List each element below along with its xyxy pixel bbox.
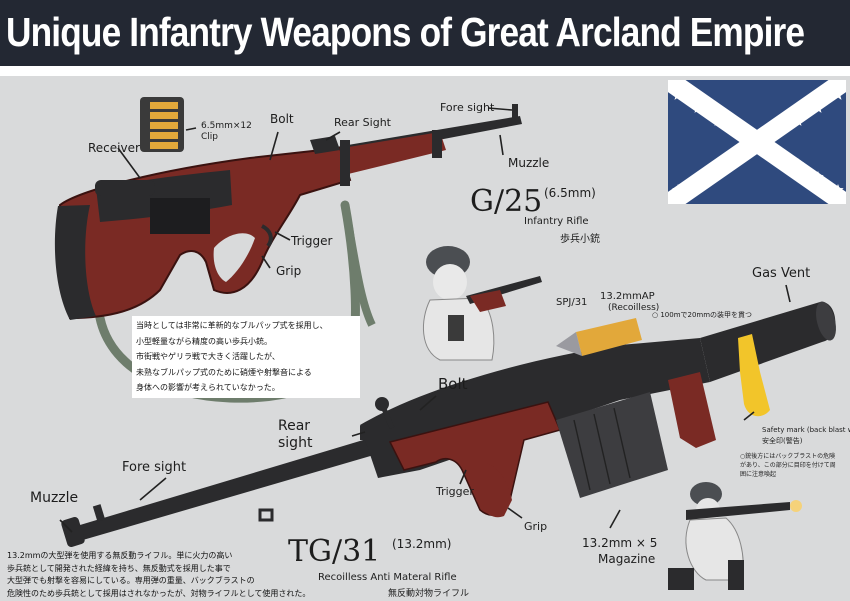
tg31-note-line: 13.2mmの大型弾を使用する無反動ライフル。単に火力の高い bbox=[7, 551, 233, 560]
g25-type-en: Infantry Rifle bbox=[524, 216, 589, 227]
flag-star-icon bbox=[672, 184, 684, 195]
tg31-cartridge bbox=[556, 318, 642, 356]
tg31-safety-mark: Safety mark (back blast warn) bbox=[762, 426, 850, 434]
tg31-barrel bbox=[70, 432, 398, 542]
tg31-caliber: (13.2mm) bbox=[392, 537, 452, 551]
g25-label-trigger: Trigger bbox=[291, 234, 333, 248]
g25-fore-sight-post bbox=[512, 104, 518, 118]
flag-star-icon bbox=[712, 158, 724, 169]
flag-star-icon bbox=[692, 102, 704, 113]
g25-handguard bbox=[330, 132, 446, 176]
tg31-note-line: 大型弾でも射撃を容易にしている。専用弾の重量、バックブラストの bbox=[7, 576, 255, 585]
tg31-ammo-note: ○ 100mで20mmの装甲を貫つ bbox=[652, 311, 753, 319]
g25-leaders bbox=[117, 107, 513, 269]
tg31-label-trigger: Trigger bbox=[436, 485, 474, 498]
flag-star-icon bbox=[832, 184, 844, 195]
flag-star-icon bbox=[792, 115, 804, 126]
tg31-soldier bbox=[668, 482, 802, 590]
tg31-fore-sight bbox=[92, 504, 106, 522]
g25-label-fore-sight: Fore sight bbox=[440, 101, 495, 114]
tg31-sling-loop bbox=[258, 508, 274, 522]
g25-note-line: 市街戦やゲリラ戦で大きく活躍したが、 bbox=[136, 352, 280, 361]
title-underline bbox=[0, 66, 850, 76]
tg31-description: 13.2mmの大型弾を使用する無反動ライフル。単に火力の高い 歩兵銃として開発さ… bbox=[4, 549, 311, 601]
g25-sling-front bbox=[341, 204, 376, 327]
tg31-safety-jp: 安全印(警告) bbox=[762, 437, 803, 445]
tg31-note-line: 歩兵銃として開発された経緯を持ち、無反動式を採用した事で bbox=[7, 563, 231, 573]
g25-label-muzzle: Muzzle bbox=[508, 156, 550, 170]
tg31-label-muzzle: Muzzle bbox=[30, 490, 79, 506]
tg31-label-grip: Grip bbox=[524, 520, 548, 533]
g25-note-line: 当時としては非常に革新的なブルパップ式を採用し、 bbox=[136, 321, 328, 330]
flag-star-icon bbox=[692, 171, 704, 182]
page-title: Unique Infantry Weapons of Great Arcland… bbox=[6, 9, 805, 55]
flag-star-icon bbox=[672, 89, 684, 100]
g25-name: G/25 bbox=[470, 184, 543, 219]
flag-star-icon bbox=[712, 115, 724, 126]
flag-star-icon bbox=[832, 89, 844, 100]
g25-note-line: 身体への影響が考えられていなかった。 bbox=[136, 383, 280, 392]
tg31-bolt-handle bbox=[379, 403, 395, 429]
g25-receiver-top bbox=[95, 180, 155, 196]
tg31-name: TG/31 bbox=[288, 534, 381, 569]
g25-label-rear-sight: Rear Sight bbox=[334, 116, 391, 129]
tg31-label-magazine: Magazine bbox=[598, 552, 656, 566]
title-bar: Unique Infantry Weapons of Great Arcland… bbox=[0, 0, 850, 66]
tg31-backblast-note: ○銃後方にはバックブラストの危険があり、この部分に目印を付けて周囲に注意喚起 bbox=[740, 453, 836, 478]
g25-type-jp: 歩兵小銃 bbox=[560, 234, 600, 245]
g25-label-receiver: Receiver bbox=[88, 141, 140, 155]
g25-trigger bbox=[260, 224, 273, 248]
tg31-type-en: Recoilless Anti Materal Rifle bbox=[318, 572, 457, 583]
g25-label-grip: Grip bbox=[276, 264, 302, 278]
g25-soldier bbox=[422, 246, 542, 361]
tg31-magazine-count: 13.2mm × 5 bbox=[582, 536, 658, 550]
flag-saltire-b bbox=[668, 80, 846, 204]
g25-note-line: 未熟なブルパップ式のために硝煙や射撃音による bbox=[136, 367, 312, 377]
tg31-rear-sight bbox=[360, 426, 374, 440]
g25-clip-label: 6.5mm×12 Clip bbox=[201, 121, 252, 142]
tg31-leaders bbox=[59, 284, 791, 533]
tg31-front-grip bbox=[668, 372, 716, 448]
g25-rear-sight bbox=[310, 136, 340, 154]
g25-clip bbox=[140, 97, 184, 152]
tg31-label-fore-sight: Fore sight bbox=[122, 460, 187, 475]
tg31-magazine-ribs bbox=[573, 407, 631, 491]
tg31-ammo-sub: (Recoilless) bbox=[608, 303, 660, 313]
g25-description: 当時としては非常に革新的なブルパップ式を採用し、 小型軽量ながら精度の高い歩兵小… bbox=[132, 316, 360, 398]
tg31-vent-opening bbox=[816, 301, 836, 341]
tg31-type-jp: 無反動対物ライフル bbox=[388, 589, 470, 599]
tg31-safety-ribbon bbox=[738, 334, 770, 417]
flag-stars bbox=[672, 89, 844, 195]
flag-star-icon bbox=[812, 171, 824, 182]
tg31-ammo-name: SPJ/31 bbox=[556, 297, 588, 308]
tg31-label-gas-vent: Gas Vent bbox=[752, 266, 811, 281]
tg31-muzzle bbox=[61, 516, 85, 548]
tg31-label-bolt: Bolt bbox=[438, 375, 468, 393]
g25-grip-cutout bbox=[213, 233, 255, 282]
tg31-magazine bbox=[556, 392, 668, 498]
g25-band-2 bbox=[432, 130, 442, 158]
flag-star-icon bbox=[812, 102, 824, 113]
tg31-rifle bbox=[61, 301, 836, 548]
g25-magazine-well bbox=[150, 198, 210, 234]
g25-caliber: (6.5mm) bbox=[544, 186, 596, 200]
tg31-ammo-type: 13.2mmAP bbox=[600, 291, 655, 302]
flag-star-icon bbox=[792, 158, 804, 169]
tg31-label-rear-sight: Rear sight bbox=[278, 418, 313, 451]
g25-butt-plate bbox=[54, 205, 96, 320]
g25-band-1 bbox=[340, 140, 350, 186]
tg31-grip bbox=[474, 461, 512, 518]
g25-note-line: 小型軽量ながら精度の高い歩兵小銃。 bbox=[136, 336, 272, 346]
tg31-note-line: 危険性のため歩兵銃として採用はされなかったが、対物ライフルとして使用された。 bbox=[7, 588, 311, 598]
g25-rifle bbox=[54, 104, 522, 403]
tg31-gas-vent-cone bbox=[700, 301, 836, 382]
g25-label-bolt: Bolt bbox=[270, 112, 294, 126]
